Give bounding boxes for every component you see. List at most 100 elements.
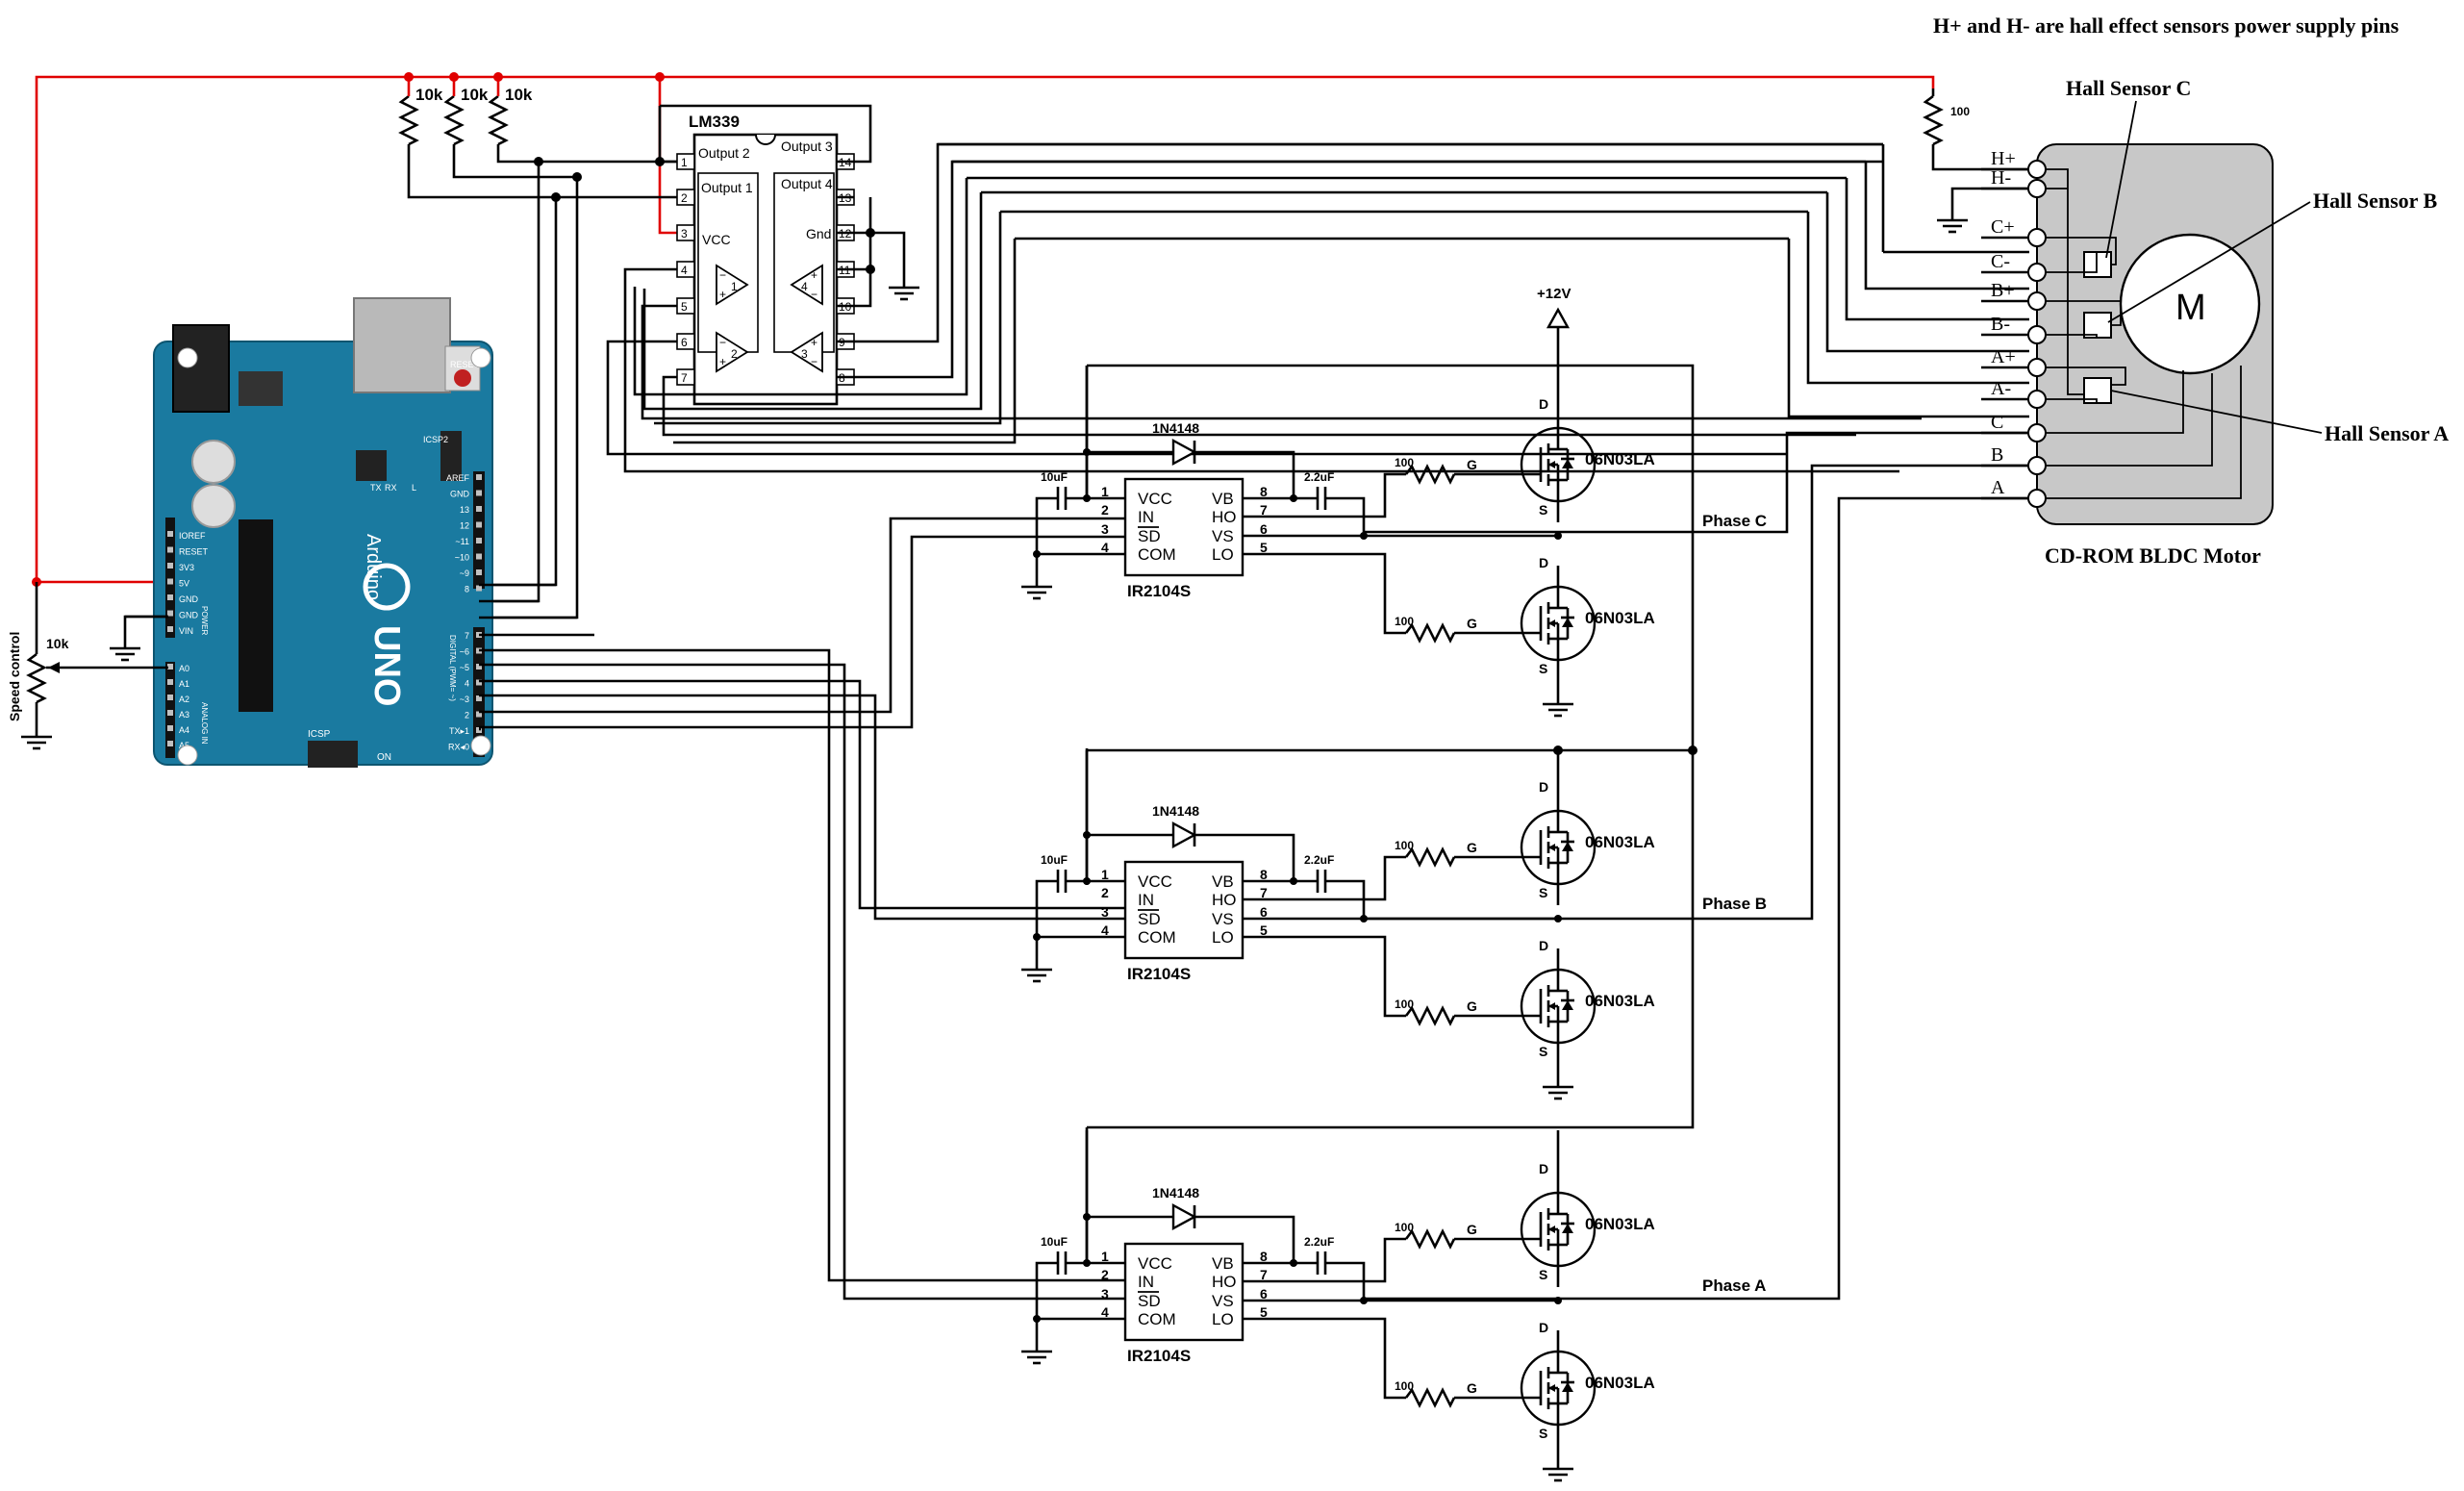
boot-junction bbox=[1290, 1259, 1297, 1267]
cap-boot-vs bbox=[1325, 1261, 1366, 1301]
ir2104-pinnum-left-2: 3 bbox=[1101, 904, 1109, 920]
diode-label: 1N4148 bbox=[1152, 803, 1199, 819]
vcc-wire bbox=[1085, 748, 1125, 883]
ard-analog-pin-3: A3 bbox=[179, 710, 189, 720]
lm339-pin-2: 2 bbox=[681, 191, 688, 205]
ard-digital-top-hole-3 bbox=[476, 521, 482, 528]
ard-power-pin-5: GND bbox=[179, 611, 199, 620]
lm339-pin-7: 7 bbox=[681, 371, 688, 385]
ard-power-pin-0: IOREF bbox=[179, 531, 206, 541]
ir2104-pin-left-2: SD bbox=[1138, 1292, 1161, 1310]
lm339-pin-6: 6 bbox=[681, 336, 688, 349]
fet-d-low: D bbox=[1539, 555, 1548, 570]
pullup-label-1: 10k bbox=[415, 86, 443, 104]
ard-power-hole-1 bbox=[167, 546, 173, 553]
motor-symbol: M bbox=[2175, 288, 2206, 328]
ho-wire bbox=[1243, 1237, 1406, 1283]
com-junction bbox=[1033, 550, 1041, 558]
ir2104-pinnum-left-1: 2 bbox=[1101, 885, 1109, 900]
ir2104-pin-right-2: VS bbox=[1212, 1292, 1234, 1310]
ir2104-pin-left-2: SD bbox=[1138, 910, 1161, 928]
ir2104-pin-right-1: HO bbox=[1212, 508, 1237, 526]
label-output2: Output 2 bbox=[698, 145, 750, 161]
lo-wire bbox=[1243, 552, 1406, 635]
supply-note: H+ and H- are hall effect sensors power … bbox=[1933, 13, 2400, 38]
motor-pin-label-6: A+ bbox=[1991, 346, 2016, 367]
ir2104-pin-right-3: LO bbox=[1212, 1310, 1234, 1328]
ard-digital-bottom-0: 7 bbox=[465, 631, 469, 641]
lm339-pin-4: 4 bbox=[681, 264, 688, 277]
cap-boot-label: 2.2uF bbox=[1304, 470, 1334, 484]
pullup-label-2: 10k bbox=[461, 86, 489, 104]
phase-label: Phase C bbox=[1702, 512, 1767, 530]
ard-analog-pin-5: A5 bbox=[179, 741, 189, 750]
com-junction bbox=[1033, 1315, 1041, 1323]
ard-digital-top-hole-5 bbox=[476, 553, 482, 560]
ard-analog-hole-0 bbox=[167, 664, 173, 670]
diode-label: 1N4148 bbox=[1152, 1185, 1199, 1200]
motor-label: CD-ROM BLDC Motor bbox=[2045, 543, 2261, 568]
ard-power-hole-0 bbox=[167, 531, 173, 537]
ard-digital-top-6: ~9 bbox=[460, 569, 469, 578]
mosfet-high bbox=[1516, 788, 1597, 907]
ard-digital-top-hole-7 bbox=[476, 585, 482, 592]
vs-junction-2 bbox=[1554, 915, 1562, 922]
comp-plus-3: + bbox=[811, 336, 817, 349]
ard-analog-hole-2 bbox=[167, 695, 173, 700]
hall-wiring: 100 bbox=[633, 88, 2029, 1301]
ard-digital-top-4: ~11 bbox=[455, 537, 469, 546]
ir2104-pinnum-right-3: 5 bbox=[1260, 1304, 1268, 1320]
ard-analog-pin-1: A1 bbox=[179, 679, 189, 689]
comp-num-3: 3 bbox=[801, 347, 808, 361]
supply-label: +12V bbox=[1537, 286, 1571, 302]
ir2104-pin-left-2: SD bbox=[1138, 527, 1161, 545]
mosfet-high bbox=[1516, 405, 1597, 524]
motor-pin-circle-1 bbox=[2027, 179, 2047, 198]
hall-sensor-a-label: Hall Sensor A bbox=[2325, 421, 2449, 445]
cap-vcc-ground bbox=[1035, 496, 1058, 554]
ard-analog-hole-5 bbox=[167, 741, 173, 746]
cap-vcc-label: 10uF bbox=[1041, 853, 1068, 867]
com-wire bbox=[1035, 1317, 1125, 1338]
cap-boot-vs bbox=[1325, 879, 1366, 919]
ir2104-pinnum-left-3: 4 bbox=[1101, 1304, 1109, 1320]
ard-digital-top-2: 13 bbox=[460, 505, 469, 515]
ard-digital-bottom-hole-5 bbox=[476, 711, 482, 718]
label-vcc: VCC bbox=[702, 232, 731, 247]
ard-power-pin-6: VIN bbox=[179, 626, 193, 636]
motor-pin-label-1: H- bbox=[1991, 167, 2011, 189]
pot-value: 10k bbox=[46, 636, 69, 651]
ir2104-pin-right-2: VS bbox=[1212, 910, 1234, 928]
ir2104-pinnum-right-0: 8 bbox=[1260, 867, 1268, 882]
vs-junction-1 bbox=[1360, 532, 1368, 540]
ir2104-pinnum-left-0: 1 bbox=[1101, 484, 1109, 499]
ir2104-pinnum-right-2: 6 bbox=[1260, 904, 1268, 920]
lo-wire bbox=[1243, 935, 1406, 1018]
cap-vcc-label: 10uF bbox=[1041, 470, 1068, 484]
motor-pin-circle-0 bbox=[2027, 160, 2047, 179]
uno-logo: UNO bbox=[366, 625, 407, 706]
ard-analog-hole-1 bbox=[167, 679, 173, 685]
ir2104-pinnum-left-1: 2 bbox=[1101, 1267, 1109, 1282]
motor-pin-circle-6 bbox=[2027, 358, 2047, 377]
ard-digital-bottom-5: 2 bbox=[465, 711, 469, 720]
ir2104-pinnum-right-1: 7 bbox=[1260, 885, 1268, 900]
motor-pin-label-3: C- bbox=[1991, 251, 2010, 272]
ard-digital-bottom-hole-2 bbox=[476, 664, 482, 670]
comp-num-4: 4 bbox=[801, 280, 808, 293]
comp-minus-3: − bbox=[811, 355, 817, 368]
ard-digital-top-5: ~10 bbox=[455, 553, 469, 563]
ard-analog-pin-4: A4 bbox=[179, 725, 189, 735]
comp-num-1: 1 bbox=[731, 280, 738, 293]
ard-power-hole-3 bbox=[167, 578, 173, 585]
mosfet-label-high: 06N03LA bbox=[1585, 1215, 1655, 1233]
gate-label-low: G bbox=[1467, 998, 1477, 1014]
cap-boot-label: 2.2uF bbox=[1304, 853, 1334, 867]
ard-digital-bottom-2: ~5 bbox=[460, 663, 469, 672]
hall-sensor-b-label: Hall Sensor B bbox=[2313, 189, 2438, 213]
bldc-motor: M CD-ROM BLDC Motor H+H-C+C-B+B-A+A-CBA … bbox=[1981, 76, 2449, 568]
comp-plus-4: + bbox=[811, 268, 817, 282]
gate-label-high: G bbox=[1467, 1222, 1477, 1237]
